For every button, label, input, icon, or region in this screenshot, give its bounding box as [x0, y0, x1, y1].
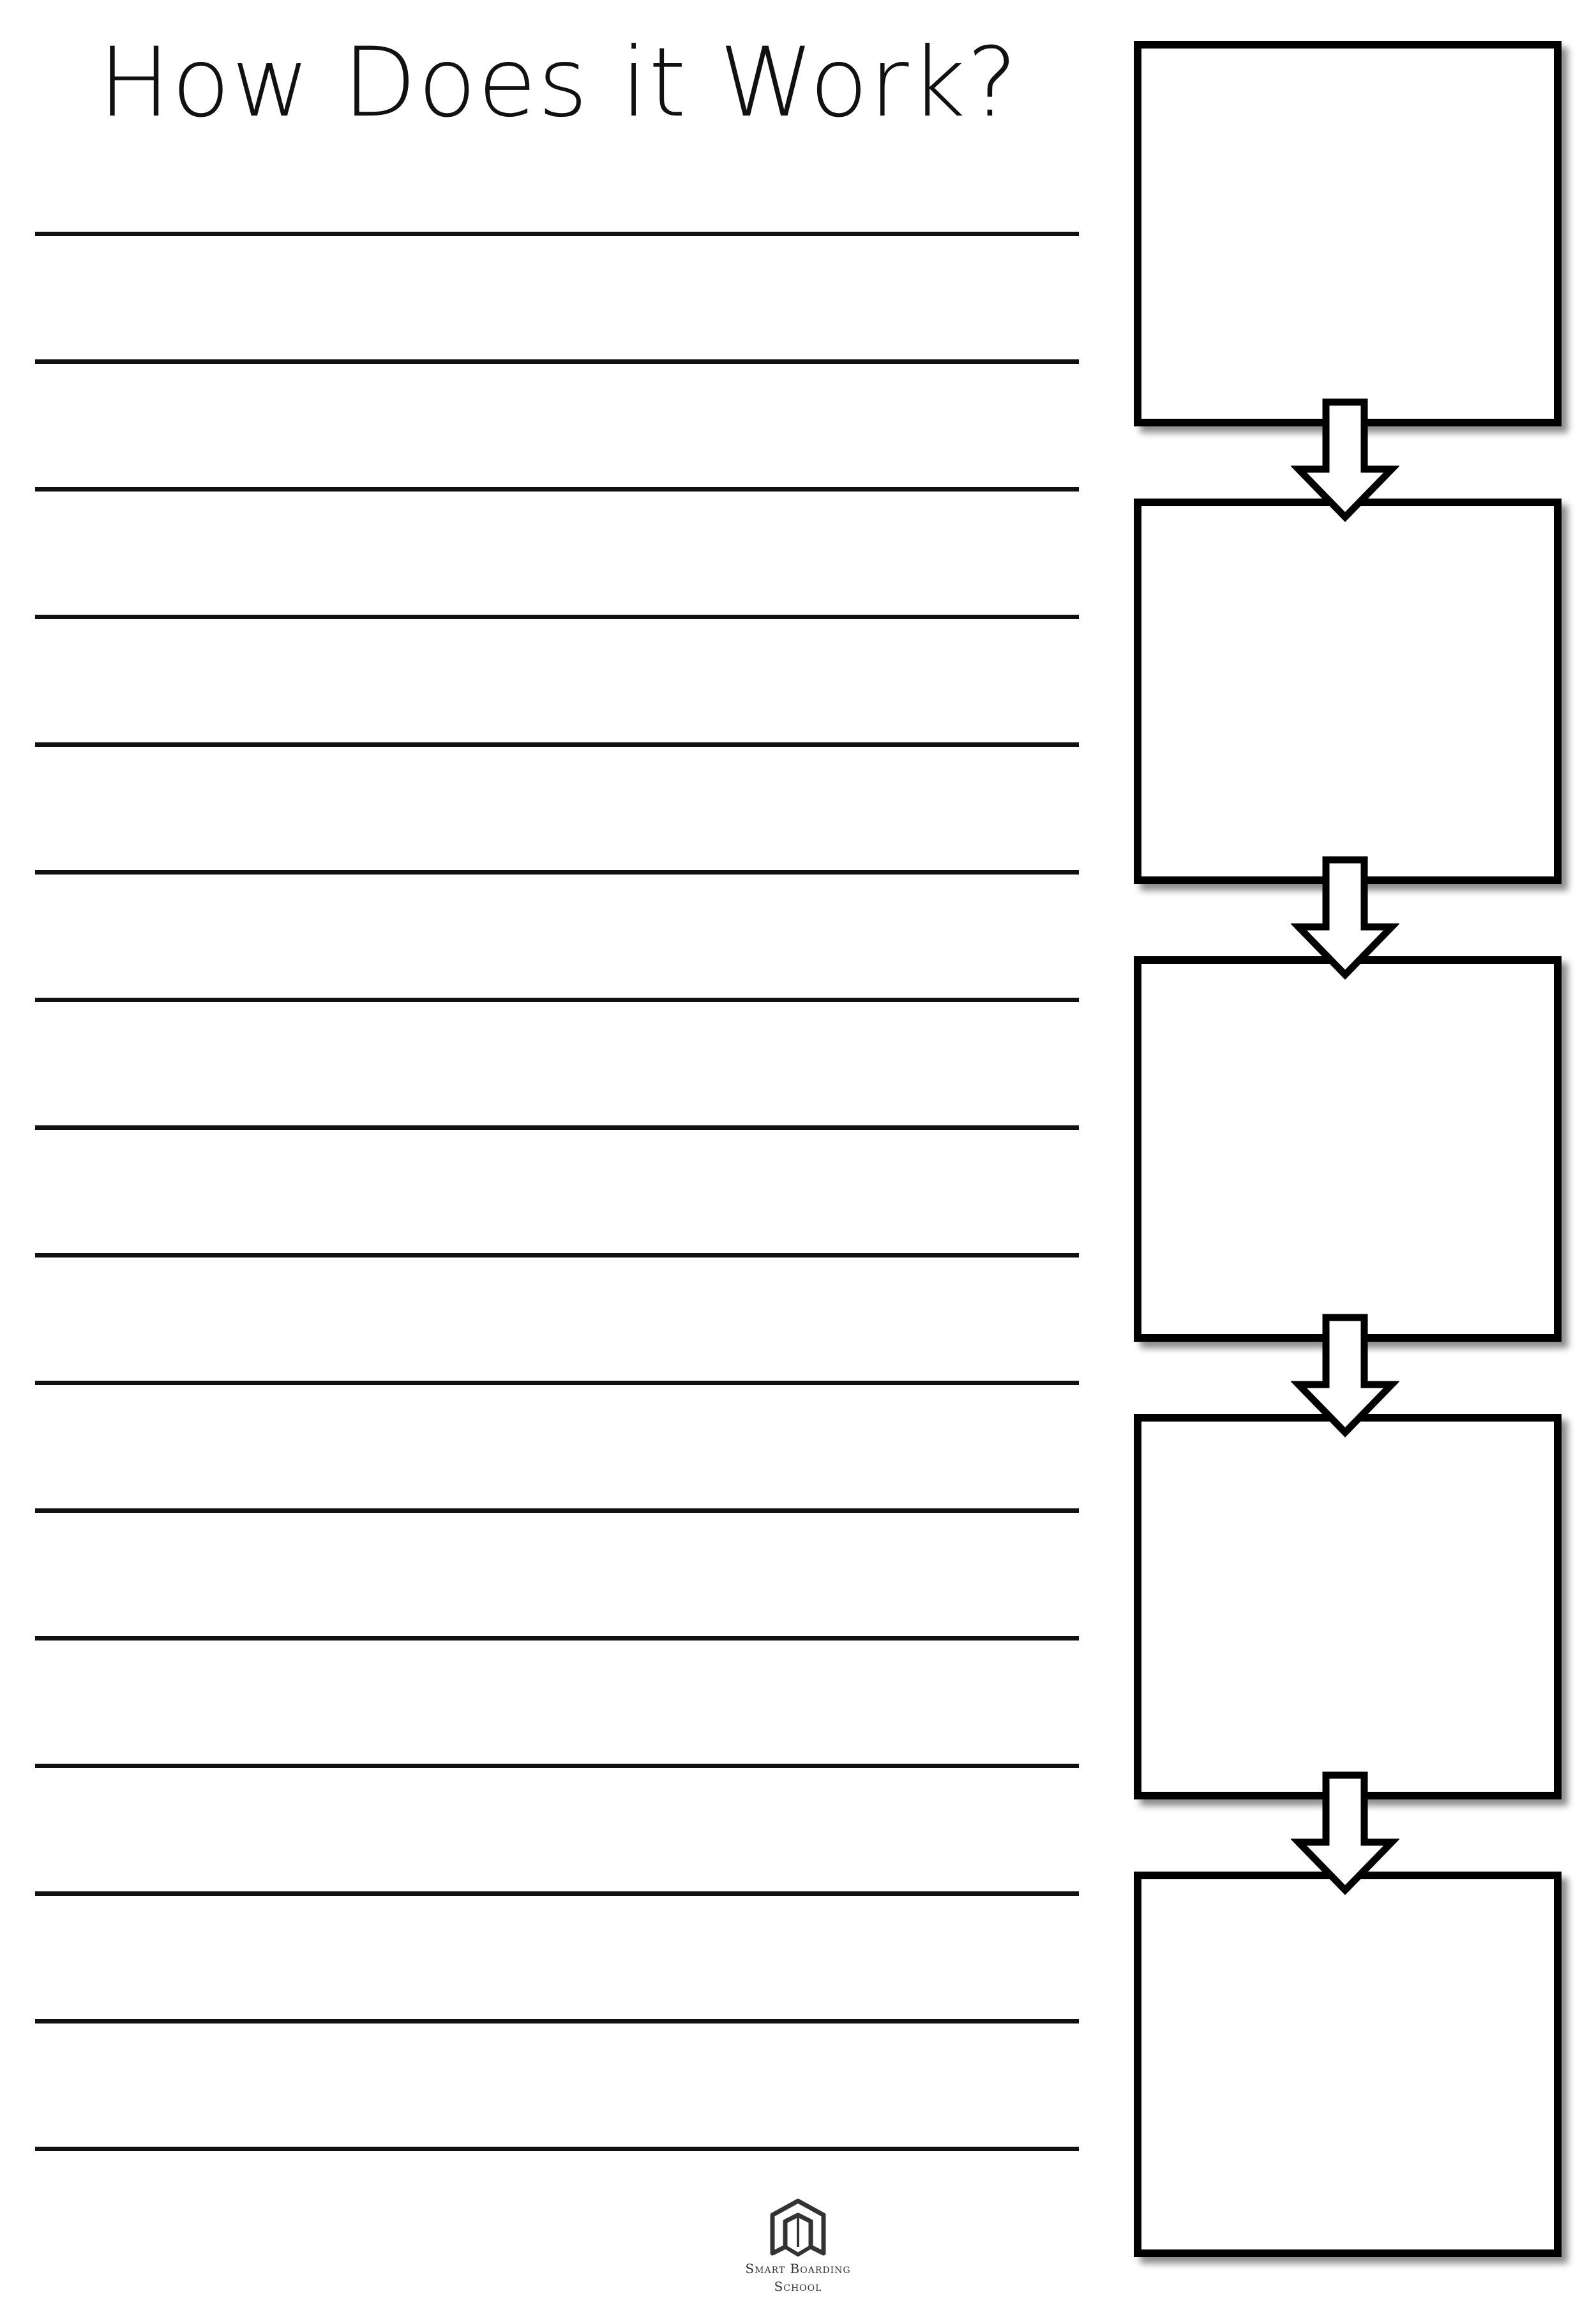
- writing-line: [35, 1764, 1079, 1768]
- logo-name-line2: School: [774, 2279, 822, 2294]
- down-arrow-icon: [1291, 856, 1399, 980]
- writing-line: [35, 2019, 1079, 2023]
- flow-box-2[interactable]: [1134, 499, 1562, 884]
- flow-box-1[interactable]: [1134, 41, 1562, 426]
- writing-line: [35, 615, 1079, 619]
- writing-line: [35, 1253, 1079, 1258]
- school-logo: Smart Boarding School: [721, 2196, 875, 2305]
- writing-line: [35, 1125, 1079, 1130]
- writing-line: [35, 359, 1079, 364]
- writing-line: [35, 2147, 1079, 2151]
- writing-line: [35, 1636, 1079, 1641]
- logo-name-line1: Smart Boarding: [745, 2261, 851, 2276]
- down-arrow-icon: [1291, 398, 1399, 522]
- flow-box-3[interactable]: [1134, 956, 1562, 1342]
- writing-line: [35, 870, 1079, 875]
- flow-box-4[interactable]: [1134, 1414, 1562, 1799]
- flow-chart: [1117, 0, 1596, 2305]
- writing-line: [35, 1508, 1079, 1513]
- writing-line: [35, 998, 1079, 1002]
- writing-line: [35, 1891, 1079, 1896]
- writing-line: [35, 1381, 1079, 1385]
- down-arrow-icon: [1291, 1314, 1399, 1438]
- page-title: How Does it Work?: [98, 27, 1019, 139]
- writing-line: [35, 232, 1079, 236]
- writing-line: [35, 487, 1079, 492]
- writing-line: [35, 742, 1079, 747]
- writing-lines: [35, 0, 1079, 2305]
- down-arrow-icon: [1291, 1771, 1399, 1895]
- book-building-icon: [770, 2198, 826, 2256]
- flow-box-5[interactable]: [1134, 1872, 1562, 2257]
